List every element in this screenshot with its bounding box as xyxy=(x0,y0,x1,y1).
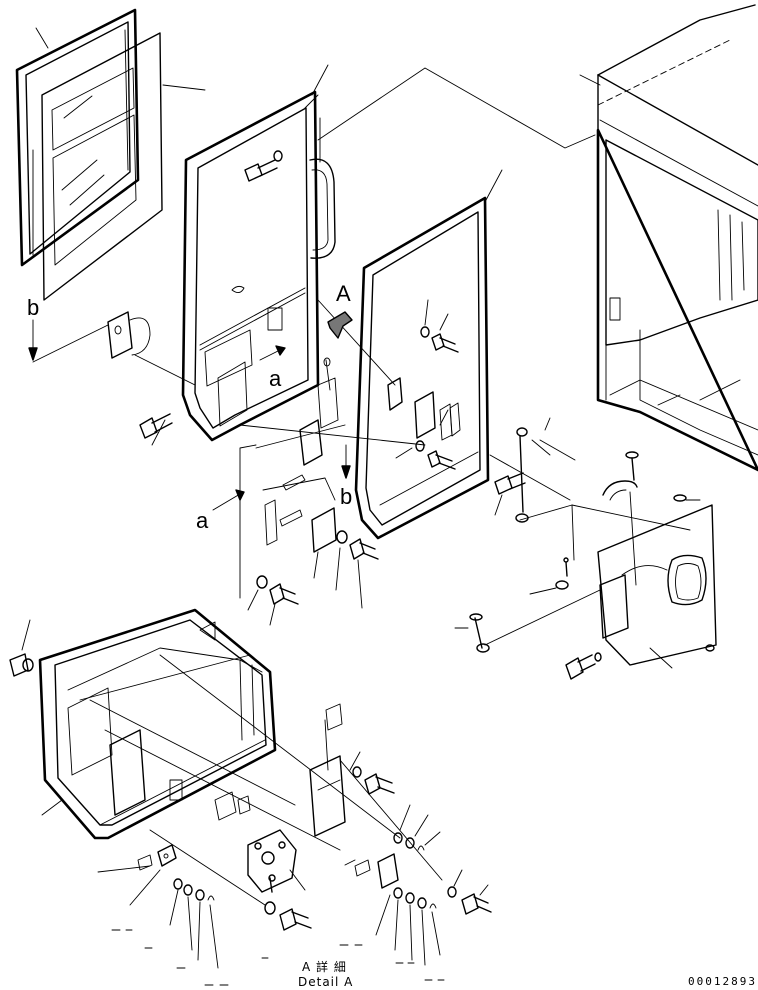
door-glass-panel xyxy=(354,169,503,540)
latch-striker xyxy=(387,377,461,441)
cab-body xyxy=(579,4,758,472)
detail-small-brackets xyxy=(214,791,251,821)
detail-washer-stack-right xyxy=(393,804,441,851)
detail-tick-marks xyxy=(111,929,445,986)
bolt-cover-lower xyxy=(565,652,602,680)
arrow-a-large-label: a xyxy=(196,508,209,533)
door-grab-handle xyxy=(309,117,336,259)
washer-bolt-lower-2 xyxy=(313,530,379,609)
stay-rod-assembly xyxy=(489,417,576,523)
door-leader xyxy=(311,64,329,96)
arrow-b-mid-label: b xyxy=(340,484,353,509)
grab-handle-small xyxy=(602,480,638,586)
screw-washer-cover xyxy=(454,494,701,653)
detail-door-frame xyxy=(38,608,277,840)
sash-leader-lines xyxy=(35,27,206,91)
arrow-b-mid xyxy=(341,444,351,479)
bolt-door-top xyxy=(244,150,283,182)
projection-lines xyxy=(134,67,596,446)
detail-bolt-bottom xyxy=(264,901,312,931)
detail-bolt-far-right xyxy=(447,869,492,915)
window-glass-panel xyxy=(41,32,163,301)
arrow-b-left xyxy=(28,319,109,363)
side-cover-panel xyxy=(597,504,717,669)
arrow-a-small-label: a xyxy=(269,366,282,391)
window-sash-frame xyxy=(15,8,140,267)
detail-hinge-right xyxy=(344,853,441,966)
hinge-bracket-left xyxy=(107,311,151,359)
cover-projection-lines xyxy=(484,504,691,646)
arrow-a-small xyxy=(259,345,286,361)
view-a-arrow xyxy=(327,311,353,339)
detail-bolt-right xyxy=(352,766,395,795)
detail-hinge-left xyxy=(97,844,219,969)
washer-bolt-lower-1 xyxy=(247,575,299,626)
door-latch-assembly xyxy=(264,357,339,553)
screw-top-right xyxy=(625,451,639,481)
view-a-label: A xyxy=(336,281,351,306)
door-frame xyxy=(181,90,320,442)
bolt-hinge-left xyxy=(139,413,173,446)
detail-title-jp: A 詳 細 xyxy=(302,960,347,974)
arrow-b-left-label: b xyxy=(27,295,40,320)
detail-bolt-topleft xyxy=(9,619,34,677)
detail-lock-body xyxy=(247,829,306,893)
detail-projection-lines xyxy=(89,654,443,906)
detail-title-en: Detail A xyxy=(298,975,354,989)
drawing-code: 00012893 xyxy=(688,975,757,988)
arrow-a-large xyxy=(212,489,245,511)
detail-box-lines xyxy=(239,424,346,599)
washer-bolt-glass-1 xyxy=(420,299,459,353)
detail-latch-plate xyxy=(309,703,361,837)
washer-bolt-glass-2 xyxy=(395,409,456,470)
